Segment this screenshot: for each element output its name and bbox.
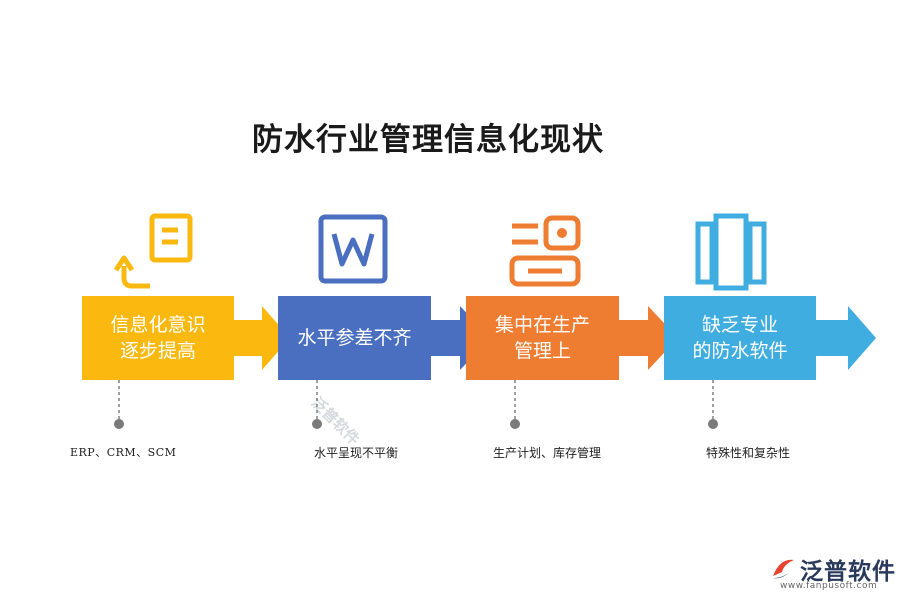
connector-2 (316, 380, 318, 420)
step-4-line1: 缺乏专业 (701, 314, 778, 336)
connector-3 (514, 380, 516, 420)
connector-4 (712, 380, 714, 420)
document-return-icon (112, 212, 193, 292)
logo-name: 泛普软件 (800, 559, 896, 585)
connector-1 (118, 380, 120, 420)
connector-dot-3 (510, 419, 520, 429)
step-2-box: 水平参差不齐 (278, 296, 431, 380)
step-3-box: 集中在生产 管理上 (466, 296, 619, 380)
step-3: 集中在生产 管理上 (466, 296, 681, 380)
word-document-icon (318, 214, 398, 294)
arrow-1 (232, 306, 290, 370)
connector-dot-4 (708, 419, 718, 429)
logo-url: www.fanpusoft.com (780, 581, 878, 591)
step-4-box: 缺乏专业 的防水软件 (664, 296, 816, 380)
note-3: 生产计划、库存管理 (493, 446, 602, 460)
arrow-4 (814, 306, 876, 370)
step-1-box: 信息化意识 逐步提高 (82, 296, 234, 380)
fanpu-logo-icon (773, 559, 794, 579)
connector-dot-2 (312, 419, 322, 429)
connector-dot-1 (114, 419, 124, 429)
note-1: ERP、CRM、SCM (70, 446, 177, 459)
production-device-icon (508, 214, 588, 294)
arrow-3 (616, 306, 678, 370)
step-3-line1: 集中在生产 (494, 314, 590, 336)
step-1: 信息化意识 逐步提高 (82, 296, 292, 380)
note-2: 水平呈现不平衡 (314, 446, 399, 460)
note-4: 特殊性和复杂性 (706, 446, 791, 460)
step-1-line1: 信息化意识 (110, 314, 206, 336)
step-1-line2: 逐步提高 (119, 340, 196, 362)
step-4: 缺乏专业 的防水软件 (664, 296, 880, 380)
step-2: 水平参差不齐 (278, 296, 493, 380)
step-3-line2: 管理上 (513, 340, 571, 362)
brand-logo: 泛普软件 (770, 552, 896, 586)
panels-icon (694, 212, 774, 292)
step-2-line1: 水平参差不齐 (297, 327, 412, 349)
step-4-line2: 的防水软件 (692, 340, 788, 362)
page-title: 防水行业管理信息化现状 (252, 122, 604, 158)
